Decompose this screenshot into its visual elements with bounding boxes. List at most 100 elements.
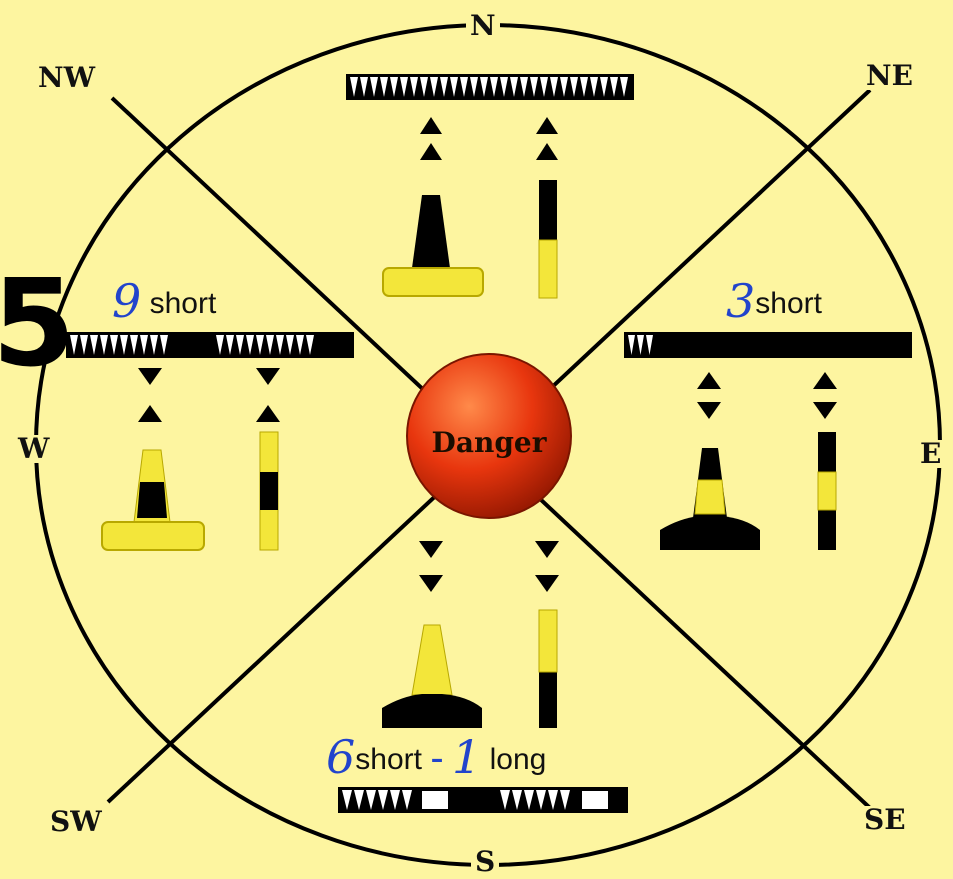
east-light-bar [624,332,912,358]
flash-slit [80,335,88,355]
compass-east: E [916,440,946,468]
east-topmark [697,372,837,419]
flash-slit [550,77,558,97]
long-flash [422,791,448,809]
flash-slit [366,790,376,810]
east-flash-text: short [755,287,822,320]
compass-north: N [466,12,500,40]
flash-slit [520,77,528,97]
flash-slit [350,77,358,97]
flash-slit [70,335,78,355]
north-pillar-buoy [382,195,484,297]
flash-slit [354,790,364,810]
flash-slit [90,335,98,355]
east-flash-label: 3short [726,278,822,324]
flash-slit [548,790,558,810]
flash-slit [140,335,148,355]
east-flash-count: 3 [726,274,756,328]
west-topmark [138,368,280,422]
flash-slit [360,77,368,97]
flash-slit [410,77,418,97]
west-spar-buoy [259,431,279,551]
west-flash-text: short [149,287,217,320]
topmark-down-cone-icon [813,402,837,419]
south-flash-count-long: 1 [452,730,482,784]
topmark-down-cone-icon [535,541,559,558]
flash-slit [620,77,628,97]
topmark-down-cone-icon [535,575,559,592]
topmark-down-cone-icon [256,368,280,385]
compass-south-west: SW [46,808,106,836]
edge-glyph: 5 [0,255,76,394]
flash-slit [450,77,458,97]
south-spar-buoy [538,609,558,728]
flash-slit [490,77,498,97]
flash-slit [342,790,352,810]
flash-slit [150,335,158,355]
west-flash-label: 9 short [112,278,216,324]
north-light-bar [346,74,634,100]
topmark-down-cone-icon [697,402,721,419]
topmark-up-cone-icon [420,117,442,134]
south-light-bar [338,787,628,813]
flash-slit [500,77,508,97]
topmark-up-cone-icon [420,143,442,160]
danger-marker [406,353,572,519]
flash-slit [216,335,224,355]
flash-slit [100,335,108,355]
flash-slit [120,335,128,355]
flash-slit [440,77,448,97]
flash-slit [524,790,534,810]
flash-slit [286,335,294,355]
topmark-down-cone-icon [419,575,443,592]
topmark-up-cone-icon [536,143,558,160]
flash-slit [266,335,274,355]
flash-slit [276,335,284,355]
flash-slit [110,335,118,355]
flash-slit [380,77,388,97]
flash-slit [530,77,538,97]
west-pillar-buoy [101,449,205,551]
compass-north-west: NW [34,64,100,92]
west-light-bar [66,332,354,358]
compass-north-east: NE [862,62,917,90]
flash-slit [370,77,378,97]
flash-slit [510,77,518,97]
flash-slit [306,335,314,355]
north-topmark [420,117,558,160]
south-flash-dash: - [430,736,444,780]
flash-slit [378,790,388,810]
east-pillar-buoy [660,448,760,550]
flash-slit [390,790,400,810]
flash-slit [390,77,398,97]
flash-slit [590,77,598,97]
topmark-down-cone-icon [419,541,443,558]
flash-slit [236,335,244,355]
east-spar-buoy [817,432,837,550]
topmark-up-cone-icon [536,117,558,134]
flash-slit [560,790,570,810]
compass-west: W [14,435,54,463]
south-flash-text: short [355,743,422,776]
flash-slit [460,77,468,97]
compass-south: S [471,848,500,876]
flash-slit [470,77,478,97]
south-topmark [419,541,559,592]
topmark-up-cone-icon [138,405,162,422]
flash-slit [540,77,548,97]
flash-slit [400,77,408,97]
flash-slit [536,790,546,810]
flash-slit [402,790,412,810]
west-flash-count: 9 [112,274,142,328]
north-spar-buoy [538,180,558,299]
flash-slit [512,790,522,810]
flash-slit [160,335,168,355]
flash-slit [130,335,138,355]
flash-slit [256,335,264,355]
south-flash-label: 6short - 1 long [326,734,546,780]
topmark-up-cone-icon [697,372,721,389]
long-flash [582,791,608,809]
light-bar-base [624,332,912,358]
flash-slit [420,77,428,97]
danger-label: Danger [431,426,547,459]
